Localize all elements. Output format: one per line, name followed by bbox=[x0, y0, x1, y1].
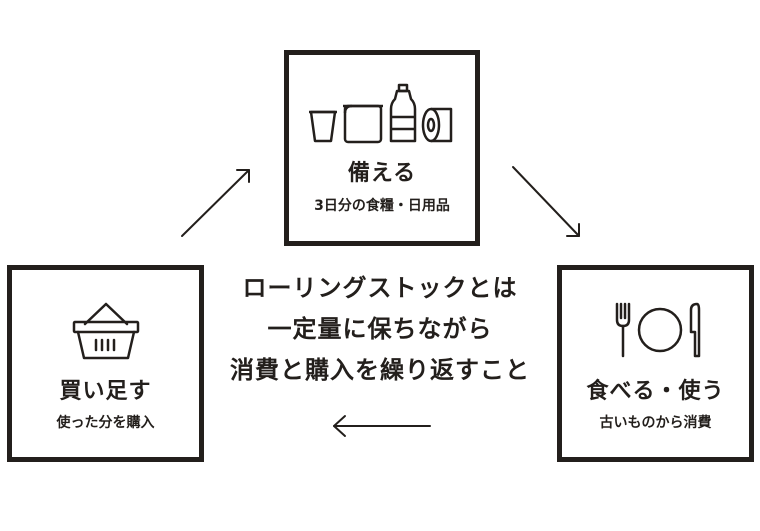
bottle-icon bbox=[389, 83, 417, 143]
tableware-icons bbox=[615, 302, 701, 358]
stage-prepare-subtitle: 3日分の食糧・日用品 bbox=[314, 198, 450, 214]
stage-replenish-subtitle: 使った分を購入 bbox=[56, 415, 155, 431]
arrow-down-right-icon bbox=[512, 166, 580, 237]
toilet-paper-icon bbox=[421, 107, 453, 143]
can-icon bbox=[343, 104, 383, 144]
arrow-up-right-icon bbox=[181, 169, 250, 237]
stage-consume-box: 食べる・使う 古いものから消費 bbox=[557, 265, 754, 462]
arrow-left-icon bbox=[333, 415, 431, 437]
stage-replenish-title: 買い足す bbox=[59, 379, 152, 404]
knife-icon bbox=[689, 302, 701, 358]
stock-items-icons bbox=[309, 83, 453, 144]
stage-consume-subtitle: 古いものから消費 bbox=[599, 415, 712, 431]
stage-prepare-box: 備える 3日分の食糧・日用品 bbox=[284, 50, 480, 246]
plate-icon bbox=[637, 307, 683, 353]
stage-replenish-box: 買い足す 使った分を購入 bbox=[7, 265, 204, 462]
center-line-3: 消費と購入を繰り返すこと bbox=[230, 356, 530, 384]
fork-icon bbox=[615, 302, 631, 358]
stage-prepare-title: 備える bbox=[347, 161, 417, 186]
basket-icon bbox=[72, 302, 140, 360]
cup-icon bbox=[309, 110, 337, 143]
center-line-1: ローリングストックとは bbox=[242, 274, 518, 302]
stage-consume-title: 食べる・使う bbox=[586, 379, 725, 404]
center-description: ローリングストックとは 一定量に保ちながら 消費と購入を繰り返すこと bbox=[205, 268, 555, 391]
center-line-2: 一定量に保ちながら bbox=[267, 315, 493, 343]
